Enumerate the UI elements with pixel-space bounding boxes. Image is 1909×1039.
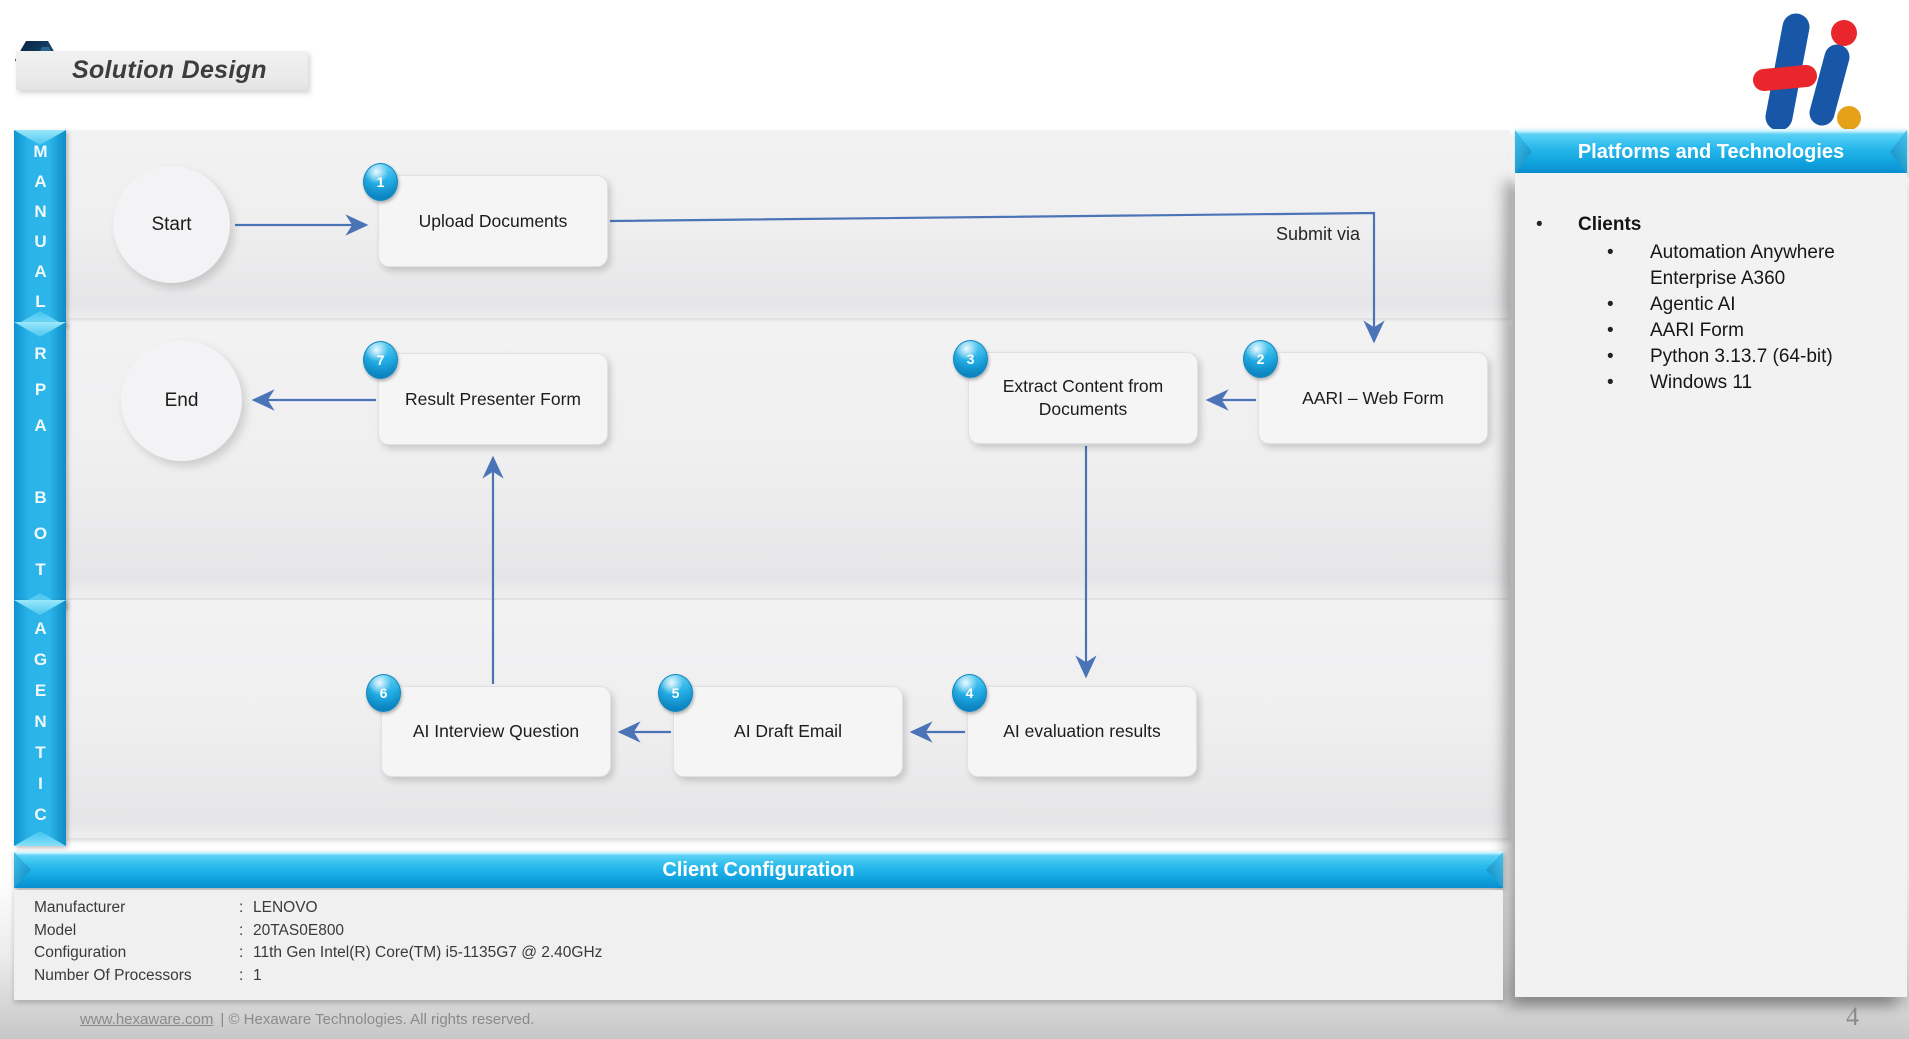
start-label: Start [151, 213, 192, 235]
node-label: Extract Content from Documents [1002, 376, 1164, 419]
node-result-presenter-form: 7 Result Presenter Form [363, 341, 608, 445]
config-label: Manufacturer [34, 899, 126, 916]
config-label: Number Of Processors [34, 966, 192, 984]
end-label: End [164, 389, 199, 411]
platforms-banner: Platforms and Technologies [1515, 129, 1907, 174]
hexaware-logo [1753, 13, 1861, 131]
clients-group-label: Clients [1515, 214, 1907, 236]
config-label: Model [34, 921, 77, 939]
node-ai-evaluation-results: 4 AI evaluation results [952, 674, 1197, 777]
node-extract-content: 3 Extract Content from Documents [953, 340, 1198, 444]
step-badge-6: 6 [366, 674, 401, 712]
step-badge-2: 2 [1243, 340, 1278, 378]
node-ai-draft-email: 5 AI Draft Email [658, 674, 903, 777]
config-row: Manufacturer : LENOVO [34, 897, 1503, 920]
end-node: End [121, 340, 242, 461]
node-label: Result Presenter Form [404, 388, 582, 409]
footer: www.hexaware.com | © Hexaware Technologie… [80, 1011, 534, 1028]
node-label: AARI – Web Form [1302, 387, 1444, 408]
lane-label-manual: MANUAL [14, 130, 66, 326]
node-upload-documents: 1 Upload Documents [363, 163, 608, 267]
footer-copyright: | © Hexaware Technologies. All rights re… [220, 1011, 535, 1028]
start-node: Start [113, 166, 230, 283]
platforms-banner-title: Platforms and Technologies [1577, 140, 1845, 163]
hexaware-link[interactable]: www.hexaware.com [80, 1011, 214, 1028]
node-label: AI Draft Email [734, 721, 842, 742]
page-number: 4 [1846, 1002, 1859, 1031]
list-item: Agentic AI [1515, 292, 1907, 318]
config-separator: : [239, 966, 244, 984]
client-configuration-banner: Client Configuration [14, 851, 1503, 888]
step-badge-4: 4 [952, 674, 987, 712]
lane-label-rpa-bot: RPA BOT [14, 322, 66, 608]
list-item: Windows 11 [1515, 370, 1907, 396]
config-value: 11th Gen Intel(R) Core(TM) i5-1135G7 @ 2… [253, 944, 603, 961]
client-configuration-panel: Manufacturer : LENOVO Model : 20TAS0E800… [14, 890, 1503, 1000]
step-badge-5: 5 [658, 674, 693, 712]
config-value: LENOVO [253, 899, 318, 916]
config-row: Model : 20TAS0E800 [34, 920, 1503, 943]
platforms-panel: Clients Automation Anywhere Enterprise A… [1515, 173, 1907, 997]
config-separator: : [239, 944, 244, 961]
node-aari-web-form: 2 AARI – Web Form [1243, 340, 1488, 444]
node-ai-interview-question: 6 AI Interview Question [366, 674, 611, 777]
node-label: AI Interview Question [412, 721, 580, 742]
node-label: AI evaluation results [1003, 721, 1161, 742]
title-band: Solution Design [16, 51, 308, 90]
config-separator: : [239, 899, 244, 916]
config-label: Configuration [34, 944, 127, 961]
list-item: Automation Anywhere Enterprise A360 [1515, 240, 1907, 292]
lane-label-agentic: AGENTIC [14, 600, 66, 846]
submit-via-label: Submit via [1275, 224, 1360, 244]
list-item: Python 3.13.7 (64-bit) [1515, 344, 1907, 370]
config-row: Number Of Processors : 1 [34, 965, 1503, 988]
step-badge-3: 3 [953, 340, 988, 378]
page-title: Solution Design [72, 56, 267, 84]
config-separator: : [239, 921, 244, 939]
step-badge-7: 7 [363, 341, 398, 379]
client-configuration-title: Client Configuration [662, 858, 855, 881]
config-value: 1 [253, 966, 262, 984]
clients-list: Automation Anywhere Enterprise A360 Agen… [1515, 240, 1907, 396]
node-label: Upload Documents [418, 210, 568, 231]
step-badge-1: 1 [363, 163, 398, 201]
config-row: Configuration : 11th Gen Intel(R) Core(T… [34, 942, 1503, 965]
config-value: 20TAS0E800 [253, 921, 345, 939]
list-item: AARI Form [1515, 318, 1907, 344]
